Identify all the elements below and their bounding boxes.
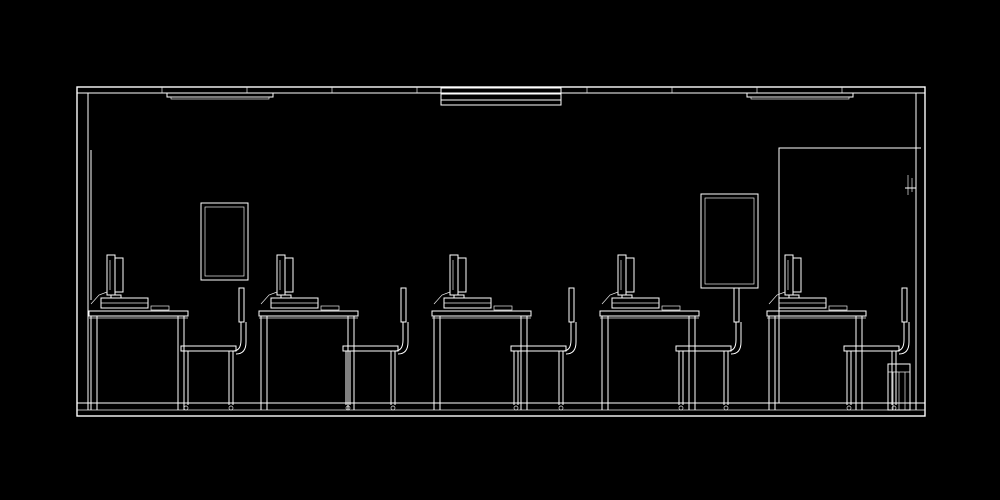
- desk: [431, 310, 532, 410]
- desk: [258, 310, 359, 410]
- crt-monitor-icon: [260, 254, 319, 309]
- keyboard-icon: [320, 305, 340, 311]
- door: [778, 147, 921, 403]
- crt-monitor-icon: [90, 254, 149, 309]
- room-shell: [76, 86, 926, 417]
- office-chair-icon: [843, 287, 910, 411]
- wall-frame: [200, 202, 249, 281]
- workstation: [88, 254, 247, 411]
- office-chair-icon: [510, 287, 577, 411]
- ceiling-light-icon: [440, 87, 562, 106]
- workstation: [599, 254, 742, 411]
- waste-bin-icon: [887, 363, 911, 411]
- keyboard-icon: [150, 305, 170, 311]
- crt-monitor-icon: [768, 254, 827, 309]
- office-chair-icon: [180, 287, 247, 411]
- wall-frame: [700, 193, 759, 289]
- office-chair-icon: [675, 287, 742, 411]
- desk: [599, 310, 700, 410]
- keyboard-icon: [828, 305, 848, 311]
- workstation: [766, 254, 910, 411]
- workstation: [258, 254, 409, 411]
- keyboard-icon: [661, 305, 681, 311]
- crt-monitor-icon: [433, 254, 492, 309]
- keyboard-icon: [493, 305, 513, 311]
- desk: [766, 310, 867, 410]
- office-chair-icon: [342, 287, 409, 411]
- workstation: [431, 254, 577, 411]
- ceiling-joints: [161, 87, 843, 93]
- desk: [88, 310, 189, 410]
- room-outline: [76, 86, 926, 417]
- ceiling-light-icon: [166, 92, 274, 100]
- workstations: [88, 254, 910, 411]
- ceiling-light-icon: [746, 92, 854, 100]
- crt-monitor-icon: [601, 254, 660, 309]
